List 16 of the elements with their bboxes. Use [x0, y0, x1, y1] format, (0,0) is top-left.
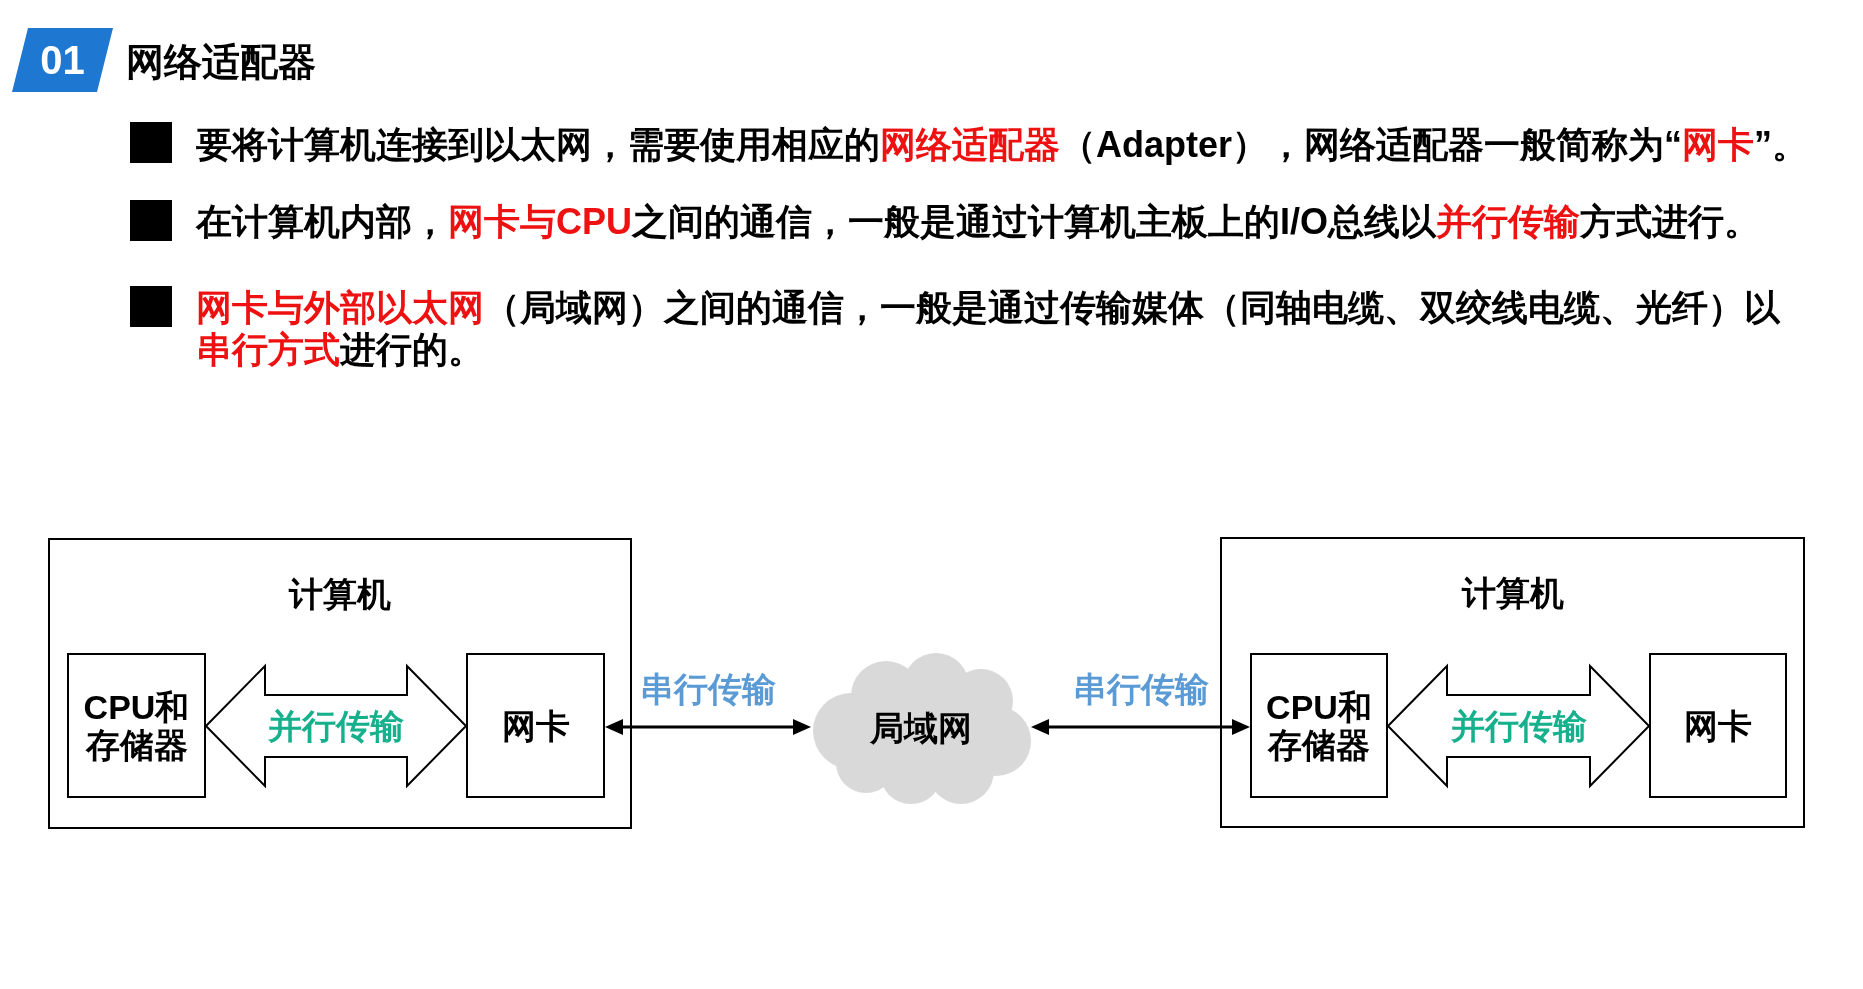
bullet-text: 要将计算机连接到以太网，需要使用相应的网络适配器（Adapter），网络适配器一般简称为“网卡”。: [196, 124, 1809, 166]
group-title: 计算机: [289, 574, 391, 614]
arrow: [605, 719, 811, 735]
process-box: 网卡: [1649, 653, 1787, 798]
group-box: [1220, 537, 1805, 828]
number-badge: 01: [12, 28, 113, 92]
group-box: [48, 538, 632, 829]
process-box: 网卡: [466, 653, 605, 798]
arrow: [1031, 719, 1250, 735]
bullet-text: 网卡与外部以太网（局域网）之间的通信，一般是通过传输媒体（同轴电缆、双绞线电缆、光纤）以串行方式进行的。: [196, 287, 1781, 371]
section-title: 网络适配器: [126, 40, 316, 84]
bullet-text: 在计算机内部，网卡与CPU之间的通信，一般是通过计算机主板上的I/O总线以并行传输方式进行。: [196, 201, 1761, 243]
process-box: CPU和存储器: [67, 653, 206, 798]
edge-label: 并行传输: [265, 707, 407, 745]
group-title: 计算机: [1461, 573, 1564, 613]
process-box: CPU和存储器: [1250, 653, 1388, 798]
